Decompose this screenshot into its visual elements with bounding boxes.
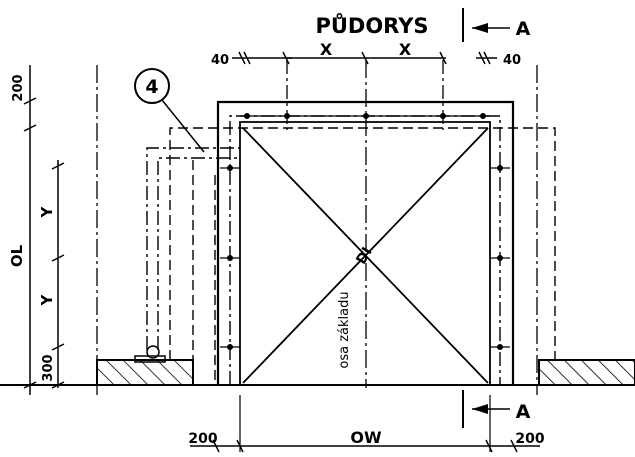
left-dimension-chain: 200 OL Y Y 300 — [8, 65, 65, 395]
axis-lines — [96, 60, 538, 395]
callout-number: 4 — [145, 76, 158, 98]
dashed-outline — [169, 127, 556, 385]
dim-bottom-right: 200 — [515, 431, 544, 447]
section-marker-bottom: A — [462, 390, 531, 428]
pipe-route — [134, 147, 240, 363]
dim-left-top: 200 — [11, 74, 26, 101]
diagonals — [242, 127, 489, 384]
section-label-bottom: A — [516, 401, 531, 423]
plan-title: PŮDORYS — [315, 13, 428, 38]
bolt-frame — [220, 113, 510, 385]
dim-bottom-width: OW — [350, 428, 382, 447]
dim-top-right: 40 — [503, 53, 521, 68]
dim-top-x2: X — [399, 40, 412, 59]
dim-left-overall: OL — [8, 244, 26, 267]
dim-left-bottom: 300 — [41, 354, 56, 381]
callout-4: 4 — [134, 68, 205, 153]
foundation-axis-label: osa základu — [337, 291, 352, 368]
section-marker-top: A — [462, 8, 531, 42]
bottom-dimension-chain: 200 OW 200 — [188, 395, 545, 453]
dim-left-y1: Y — [38, 205, 56, 218]
dim-top-left: 40 — [211, 53, 229, 68]
section-label-top: A — [516, 18, 531, 40]
dim-bottom-left: 200 — [188, 431, 217, 447]
wall-frame — [0, 100, 635, 386]
dim-top-x1: X — [320, 40, 333, 59]
top-dimension-chain: 40 X X 40 — [211, 40, 521, 68]
dim-left-y2: Y — [38, 293, 56, 306]
diagonal-label: DI — [353, 245, 375, 268]
